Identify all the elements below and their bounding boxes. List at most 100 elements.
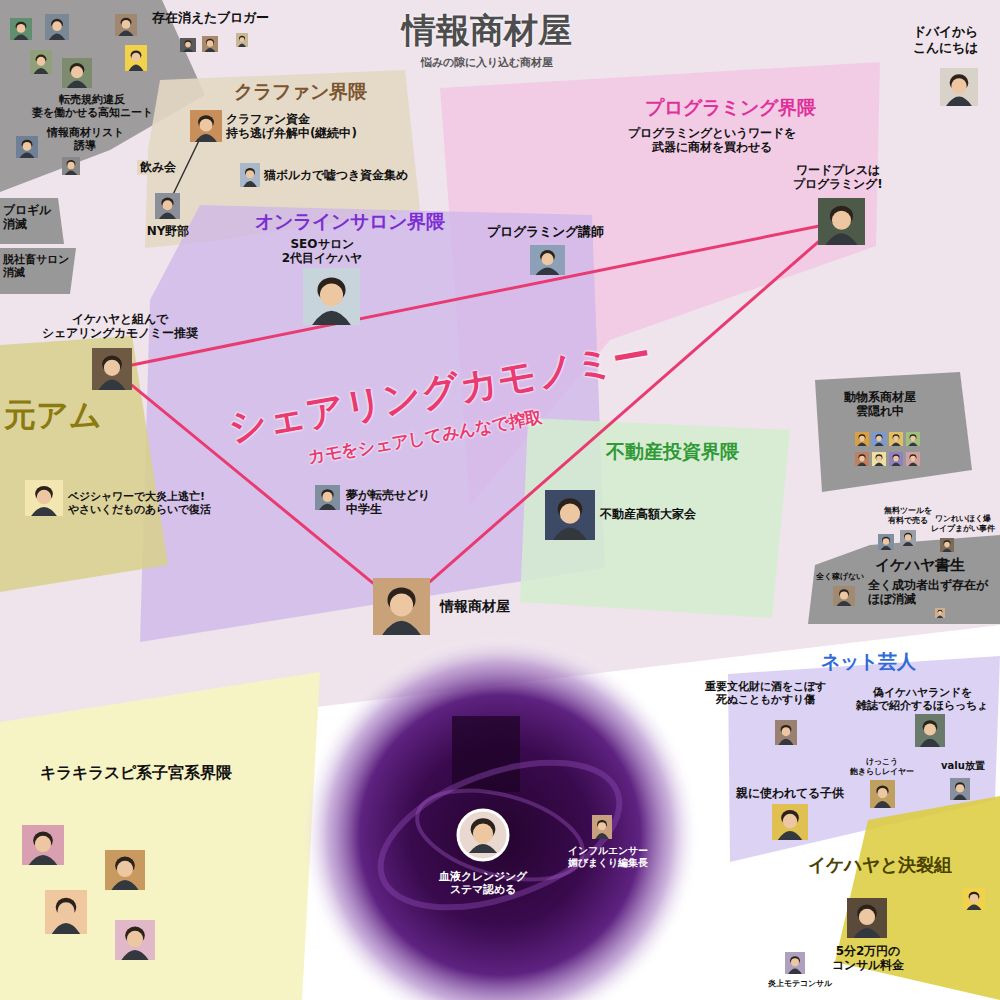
person-caption: 猫ボルカで嘘つき資金集め [264, 168, 410, 182]
photo-face [104, 360, 120, 376]
photo-body [205, 48, 216, 52]
person-photo: 情報商材リスト 誘導 [16, 136, 38, 158]
person-caption: 偽イケハヤランドを 雑誌で紹介するほらっちょ [855, 686, 989, 712]
region-area: 不動産投資界隈不動産高額大家会 [515, 405, 805, 625]
person-photo: 血液クレンジング ステマ認める [458, 810, 508, 860]
photo-body [382, 621, 421, 635]
photo-body [837, 601, 852, 606]
region-heading: イケハヤ書生 [874, 556, 966, 574]
photo-frame [190, 110, 222, 142]
person-caption: 夢が転売せどり 中学生 [346, 488, 432, 517]
person-caption: 重要文化財に酒をこぼす 死ぬこともかすり傷 [704, 680, 827, 706]
photo-body [942, 549, 952, 553]
region-heading: 動物系商材屋 雲隠れ中 [843, 390, 917, 419]
photo [155, 193, 180, 219]
photo [940, 538, 954, 552]
person-caption: 血液クレンジング ステマ認める [438, 870, 528, 896]
person-caption: けっこう 飽きらしレイヤー [849, 757, 915, 776]
photo-body [946, 97, 972, 107]
swirl [361, 734, 638, 936]
photo-face [320, 283, 343, 306]
photo [833, 586, 855, 606]
person-photo: イケハヤと組んで シェアリングカモノミー推奨 [92, 348, 132, 390]
photo [92, 348, 132, 390]
person-caption: ワードプレスは プログラミング! [792, 163, 884, 192]
person-photo: 不動産高額大家会 [545, 490, 595, 540]
region-fill [520, 418, 790, 618]
photo [847, 898, 887, 938]
photo-frame [915, 714, 945, 747]
person-caption: プログラミング講師 [487, 224, 606, 240]
photo-face [71, 66, 83, 78]
photo [530, 245, 565, 275]
photo-frame [775, 720, 797, 745]
photo-body [243, 181, 257, 187]
photo [545, 490, 595, 540]
region-fill [0, 672, 320, 1000]
region-heading: 元アム [4, 396, 104, 434]
person-photo: 炎上モテコンサル [785, 952, 805, 974]
photo-body [920, 739, 940, 747]
person-caption: 不動産高額大家会 [600, 507, 698, 521]
photo [785, 952, 805, 974]
person-caption: 転売規約違反 妻を働かせる高知ニート [31, 93, 154, 119]
person-caption: 情報商材屋 [440, 598, 512, 615]
photo [190, 110, 222, 142]
photo-face [782, 727, 791, 736]
person-caption: SEOサロン 2代目イケハヤ [281, 237, 364, 266]
deco-photo [202, 36, 218, 52]
photo [900, 530, 916, 546]
photo [818, 198, 865, 245]
photo-face [944, 542, 950, 548]
photo-body [67, 81, 87, 89]
region-area: キラキラスピ系子宮系界隈 [0, 668, 325, 1000]
person-photo: ワンれいほく爆 レイプまがい事件 [940, 538, 954, 552]
photo-frame [315, 485, 340, 510]
region-heading: クラファン界隈 [233, 80, 368, 103]
photo-frame [240, 163, 260, 187]
person-photo: 偽イケハヤランドを 雑誌で紹介するほらっちょ [915, 714, 945, 747]
map-subtitle: 悩みの隙に入り込む商材屋 [421, 56, 553, 69]
photo-body [788, 969, 802, 975]
person-caption: 親に使われてる子供 [735, 786, 845, 800]
edge-label: 飲み会 [137, 160, 179, 174]
region-heading: イケハヤと決裂組 [807, 854, 953, 876]
photo-body [31, 507, 57, 516]
person-photo: インフルエンサー 媚びまくり編集長 [592, 815, 612, 839]
region-heading: キラキラスピ系子宮系界隈 [40, 763, 234, 782]
region-heading: 存在消えたブロガー [152, 10, 271, 26]
photo [772, 804, 808, 840]
photo-body [779, 739, 794, 745]
region-heading: 不動産投資界隈 [606, 440, 741, 463]
photo [16, 136, 38, 158]
region-fill [808, 535, 1000, 624]
photo-frame [592, 815, 612, 839]
swirl [408, 774, 593, 895]
photo-face [832, 211, 851, 230]
person-photo: SEOサロン 2代目イケハヤ [303, 268, 360, 325]
photo-body [595, 833, 609, 839]
photo-face [246, 170, 254, 178]
person-photo: けっこう 飽きらしレイヤー [870, 780, 895, 808]
photo-body [238, 44, 246, 48]
region-area: 脱社畜サロン 消滅 [0, 248, 78, 294]
person-photo: 5分2万円の コンサル料金 [847, 898, 887, 938]
region-note: 全く成功者出ず存在が ほぼ消滅 [868, 578, 990, 607]
photo-face [924, 723, 936, 735]
person-photo: valu放置 [950, 778, 970, 800]
photo [303, 268, 360, 325]
person-caption: 無料ツールを 有料で売る [883, 506, 933, 525]
photo-body [826, 233, 858, 245]
person-caption: ドバイから こんにちは [912, 24, 979, 55]
region-area: 元アムベジシャワーで大炎上逃亡! やさいくだものあらいで復活 [0, 335, 175, 595]
photo [950, 778, 970, 800]
photo-face [473, 824, 493, 844]
photo [870, 780, 895, 808]
region-heading: ブロギル 消滅 [3, 203, 53, 232]
photo-frame [950, 778, 970, 800]
photo-body [195, 134, 217, 142]
photo-body [853, 928, 880, 938]
photo-frame [202, 36, 218, 52]
person-photo: 無料ツールを 有料で売る [900, 530, 916, 546]
